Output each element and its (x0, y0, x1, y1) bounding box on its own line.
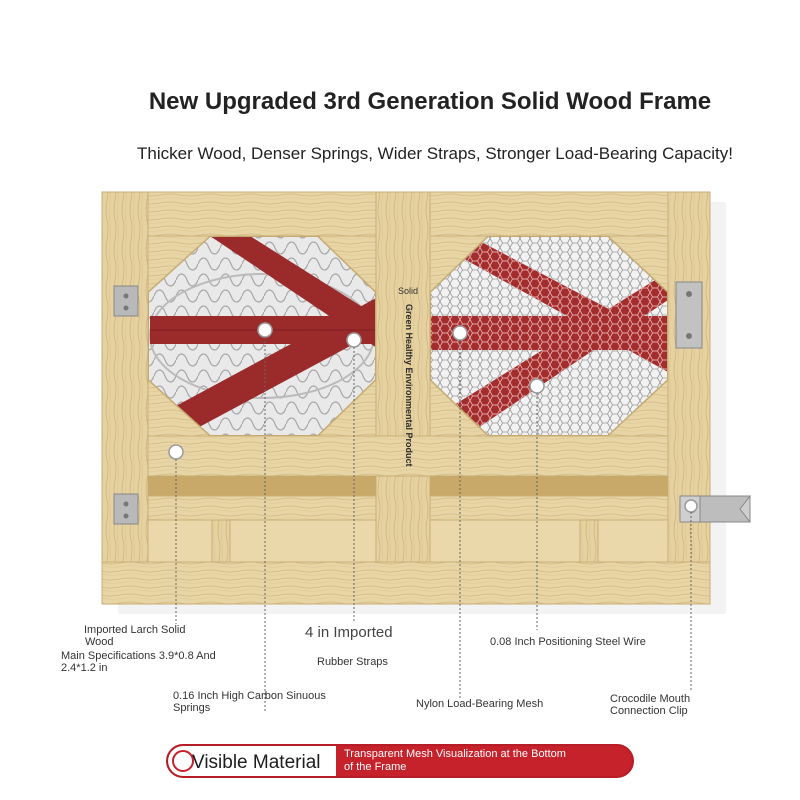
marker-dot (452, 325, 468, 341)
banner-title: Visible Material (192, 752, 321, 773)
callout-straps: Rubber Straps (317, 656, 388, 668)
center-label-long: Green Healthy Environmental Product (404, 304, 414, 467)
visible-material-banner: Visible Material Transparent Mesh Visual… (166, 744, 634, 778)
hinge-icon (113, 285, 139, 317)
marker-dot (346, 332, 362, 348)
callout-mesh: Nylon Load-Bearing Mesh (416, 698, 544, 710)
marker-dot (529, 378, 545, 394)
callout-larch: Imported Larch Solid Wood (84, 624, 186, 648)
page-subtitle: Thicker Wood, Denser Springs, Wider Stra… (137, 144, 733, 163)
banner-text: Transparent Mesh Visualization at the Bo… (344, 748, 566, 773)
leader-lines (175, 337, 692, 712)
marker-dot (257, 322, 273, 338)
hinge-icon (113, 493, 139, 525)
callout-springs: 0.16 Inch High Carbon Sinuous Springs (173, 690, 326, 714)
rubber-strap (150, 296, 376, 436)
marker-dot (168, 444, 184, 460)
marker-dot (684, 499, 698, 513)
mesh-panel (430, 236, 668, 436)
rubber-strap (430, 272, 668, 436)
callout-specs: Main Specifications 3.9*0.8 And 2.4*1.2 … (61, 650, 216, 674)
circle-icon (172, 750, 194, 772)
callout-straps-title: 4 in Imported (305, 624, 393, 641)
callout-clip: Crocodile Mouth Connection Clip (610, 693, 691, 717)
callout-steel-wire: 0.08 Inch Positioning Steel Wire (490, 636, 646, 648)
crocodile-clip-icon (675, 281, 703, 349)
spring-panel (148, 236, 376, 436)
page-title: New Upgraded 3rd Generation Solid Wood F… (148, 88, 712, 115)
center-label-short: Solid (398, 286, 418, 296)
center-post (375, 191, 431, 605)
banner-left-panel (168, 746, 336, 776)
